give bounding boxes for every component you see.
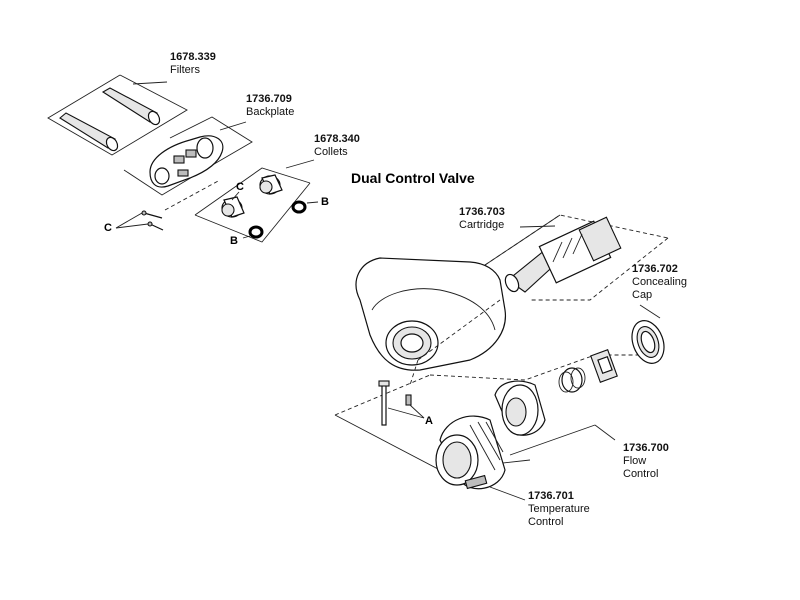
o-ring-upper — [291, 200, 307, 214]
flow-control-hub — [494, 380, 546, 436]
concealing-cap-name-line2: Cap — [632, 289, 653, 301]
flow-control-clip — [590, 349, 618, 383]
concealing-cap — [631, 320, 665, 364]
temperature-control-callout: 1736.701 Temperature Control — [528, 490, 590, 529]
cartridge-panel — [484, 214, 669, 301]
backplate-callout: 1736.709 Backplate — [246, 93, 294, 119]
filters-part-name: Filters — [170, 64, 200, 76]
temperature-control-name-line1: Temperature — [528, 503, 590, 515]
flow-control-callout: 1736.700 Flow Control — [623, 442, 669, 481]
tag-b-upper: B — [321, 196, 329, 208]
filters-panel — [47, 74, 188, 156]
tag-b-lower: B — [230, 235, 238, 247]
concealing-cap-part-number: 1736.702 — [632, 263, 678, 275]
collets-callout: 1678.340 Collets — [314, 133, 360, 159]
backplate — [149, 135, 224, 188]
o-ring-lower — [248, 225, 264, 239]
flow-control-name-line2: Control — [623, 468, 659, 480]
concealing-cap-name-line1: Concealing — [632, 276, 688, 288]
filters-callout: 1678.339 Filters — [170, 51, 216, 77]
cartridge-part-number: 1736.703 — [459, 206, 505, 218]
backplate-part-number: 1736.709 — [246, 93, 292, 105]
tag-c-screws: C — [104, 222, 112, 234]
collets-part-name: Collets — [314, 146, 348, 158]
flow-control-part-number: 1736.700 — [623, 442, 669, 454]
filters-part-number: 1678.339 — [170, 51, 216, 63]
temperature-control-name-line2: Control — [528, 516, 564, 528]
collet-lower — [221, 196, 245, 218]
cartridge-callout: 1736.703 Cartridge — [459, 206, 505, 232]
collet-upper — [259, 174, 283, 195]
tag-c-collet: C — [236, 181, 244, 193]
cartridge-part-name: Cartridge — [459, 219, 505, 231]
concealing-cap-callout: 1736.702 Concealing Cap — [632, 263, 687, 302]
screws-c — [141, 210, 164, 231]
backplate-part-name: Backplate — [246, 106, 295, 118]
flow-control-name-line1: Flow — [623, 455, 647, 467]
filter-upper — [101, 87, 161, 126]
filter-lower — [59, 112, 119, 152]
tag-a: A — [425, 415, 433, 427]
cartridge — [504, 216, 622, 293]
temperature-knob — [435, 415, 506, 490]
diagram-title: Dual Control Valve — [351, 170, 475, 186]
valve-body — [355, 257, 507, 371]
flow-control-spring — [558, 367, 586, 393]
collets-part-number: 1678.340 — [314, 133, 360, 145]
temperature-control-part-number: 1736.701 — [528, 490, 574, 502]
pin-a — [378, 380, 412, 426]
